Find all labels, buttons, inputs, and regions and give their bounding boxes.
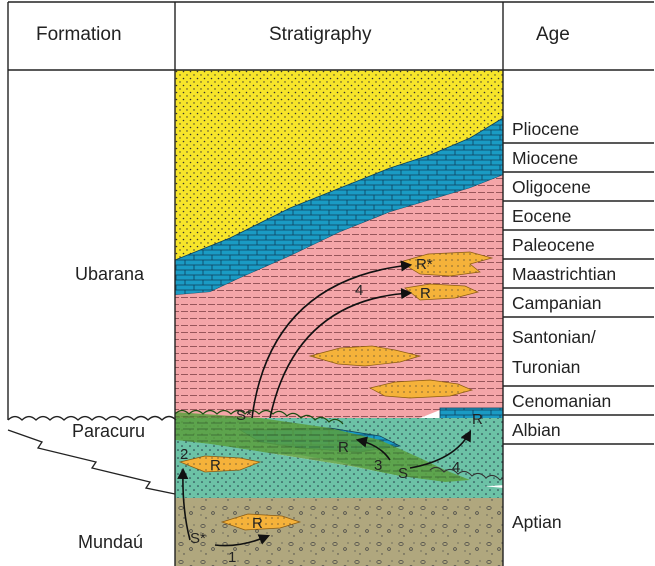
path-number-1: 1 xyxy=(228,549,236,566)
age-aptian: Aptian xyxy=(512,512,562,532)
marker-reservoir-lens: R xyxy=(338,439,349,456)
age-campanian: Campanian xyxy=(512,293,602,313)
header-age: Age xyxy=(536,24,570,45)
age-turonian: Turonian xyxy=(512,357,580,377)
age-cenomanian: Cenomanian xyxy=(512,391,611,411)
marker-source: S xyxy=(398,465,408,482)
age-eocene: Eocene xyxy=(512,206,571,226)
formation-ubarana: Ubarana xyxy=(75,264,145,284)
marker-reservoir-albian: R xyxy=(472,411,483,428)
layer-conglomerate xyxy=(175,498,503,566)
age-oligocene: Oligocene xyxy=(512,177,591,197)
stratigraphy-column xyxy=(175,70,514,566)
path-number-3: 3 xyxy=(374,457,382,474)
header-stratigraphy: Stratigraphy xyxy=(269,24,372,45)
marker-reservoir-star: R* xyxy=(416,256,433,273)
marker-reservoir-paracuru: R xyxy=(210,457,221,474)
marker-reservoir-campanian: R xyxy=(420,285,431,302)
path-number-4b: 4 xyxy=(452,459,460,476)
age-santonian: Santonian/ xyxy=(512,327,596,347)
header-formation: Formation xyxy=(36,24,122,45)
path-number-4a: 4 xyxy=(355,282,363,299)
path-number-2: 2 xyxy=(180,446,188,463)
marker-source-star-paracuru: S* xyxy=(236,407,252,424)
age-albian: Albian xyxy=(512,420,561,440)
marker-reservoir-mundau: R xyxy=(252,515,263,532)
age-pliocene: Pliocene xyxy=(512,119,579,139)
age-maastrichtian: Maastrichtian xyxy=(512,264,616,284)
formation-mundau: Mundaú xyxy=(78,532,143,552)
age-miocene: Miocene xyxy=(512,148,578,168)
marker-source-star-mundau: S* xyxy=(190,530,206,547)
age-paleocene: Paleocene xyxy=(512,235,595,255)
formation-paracuru: Paracuru xyxy=(72,421,145,441)
